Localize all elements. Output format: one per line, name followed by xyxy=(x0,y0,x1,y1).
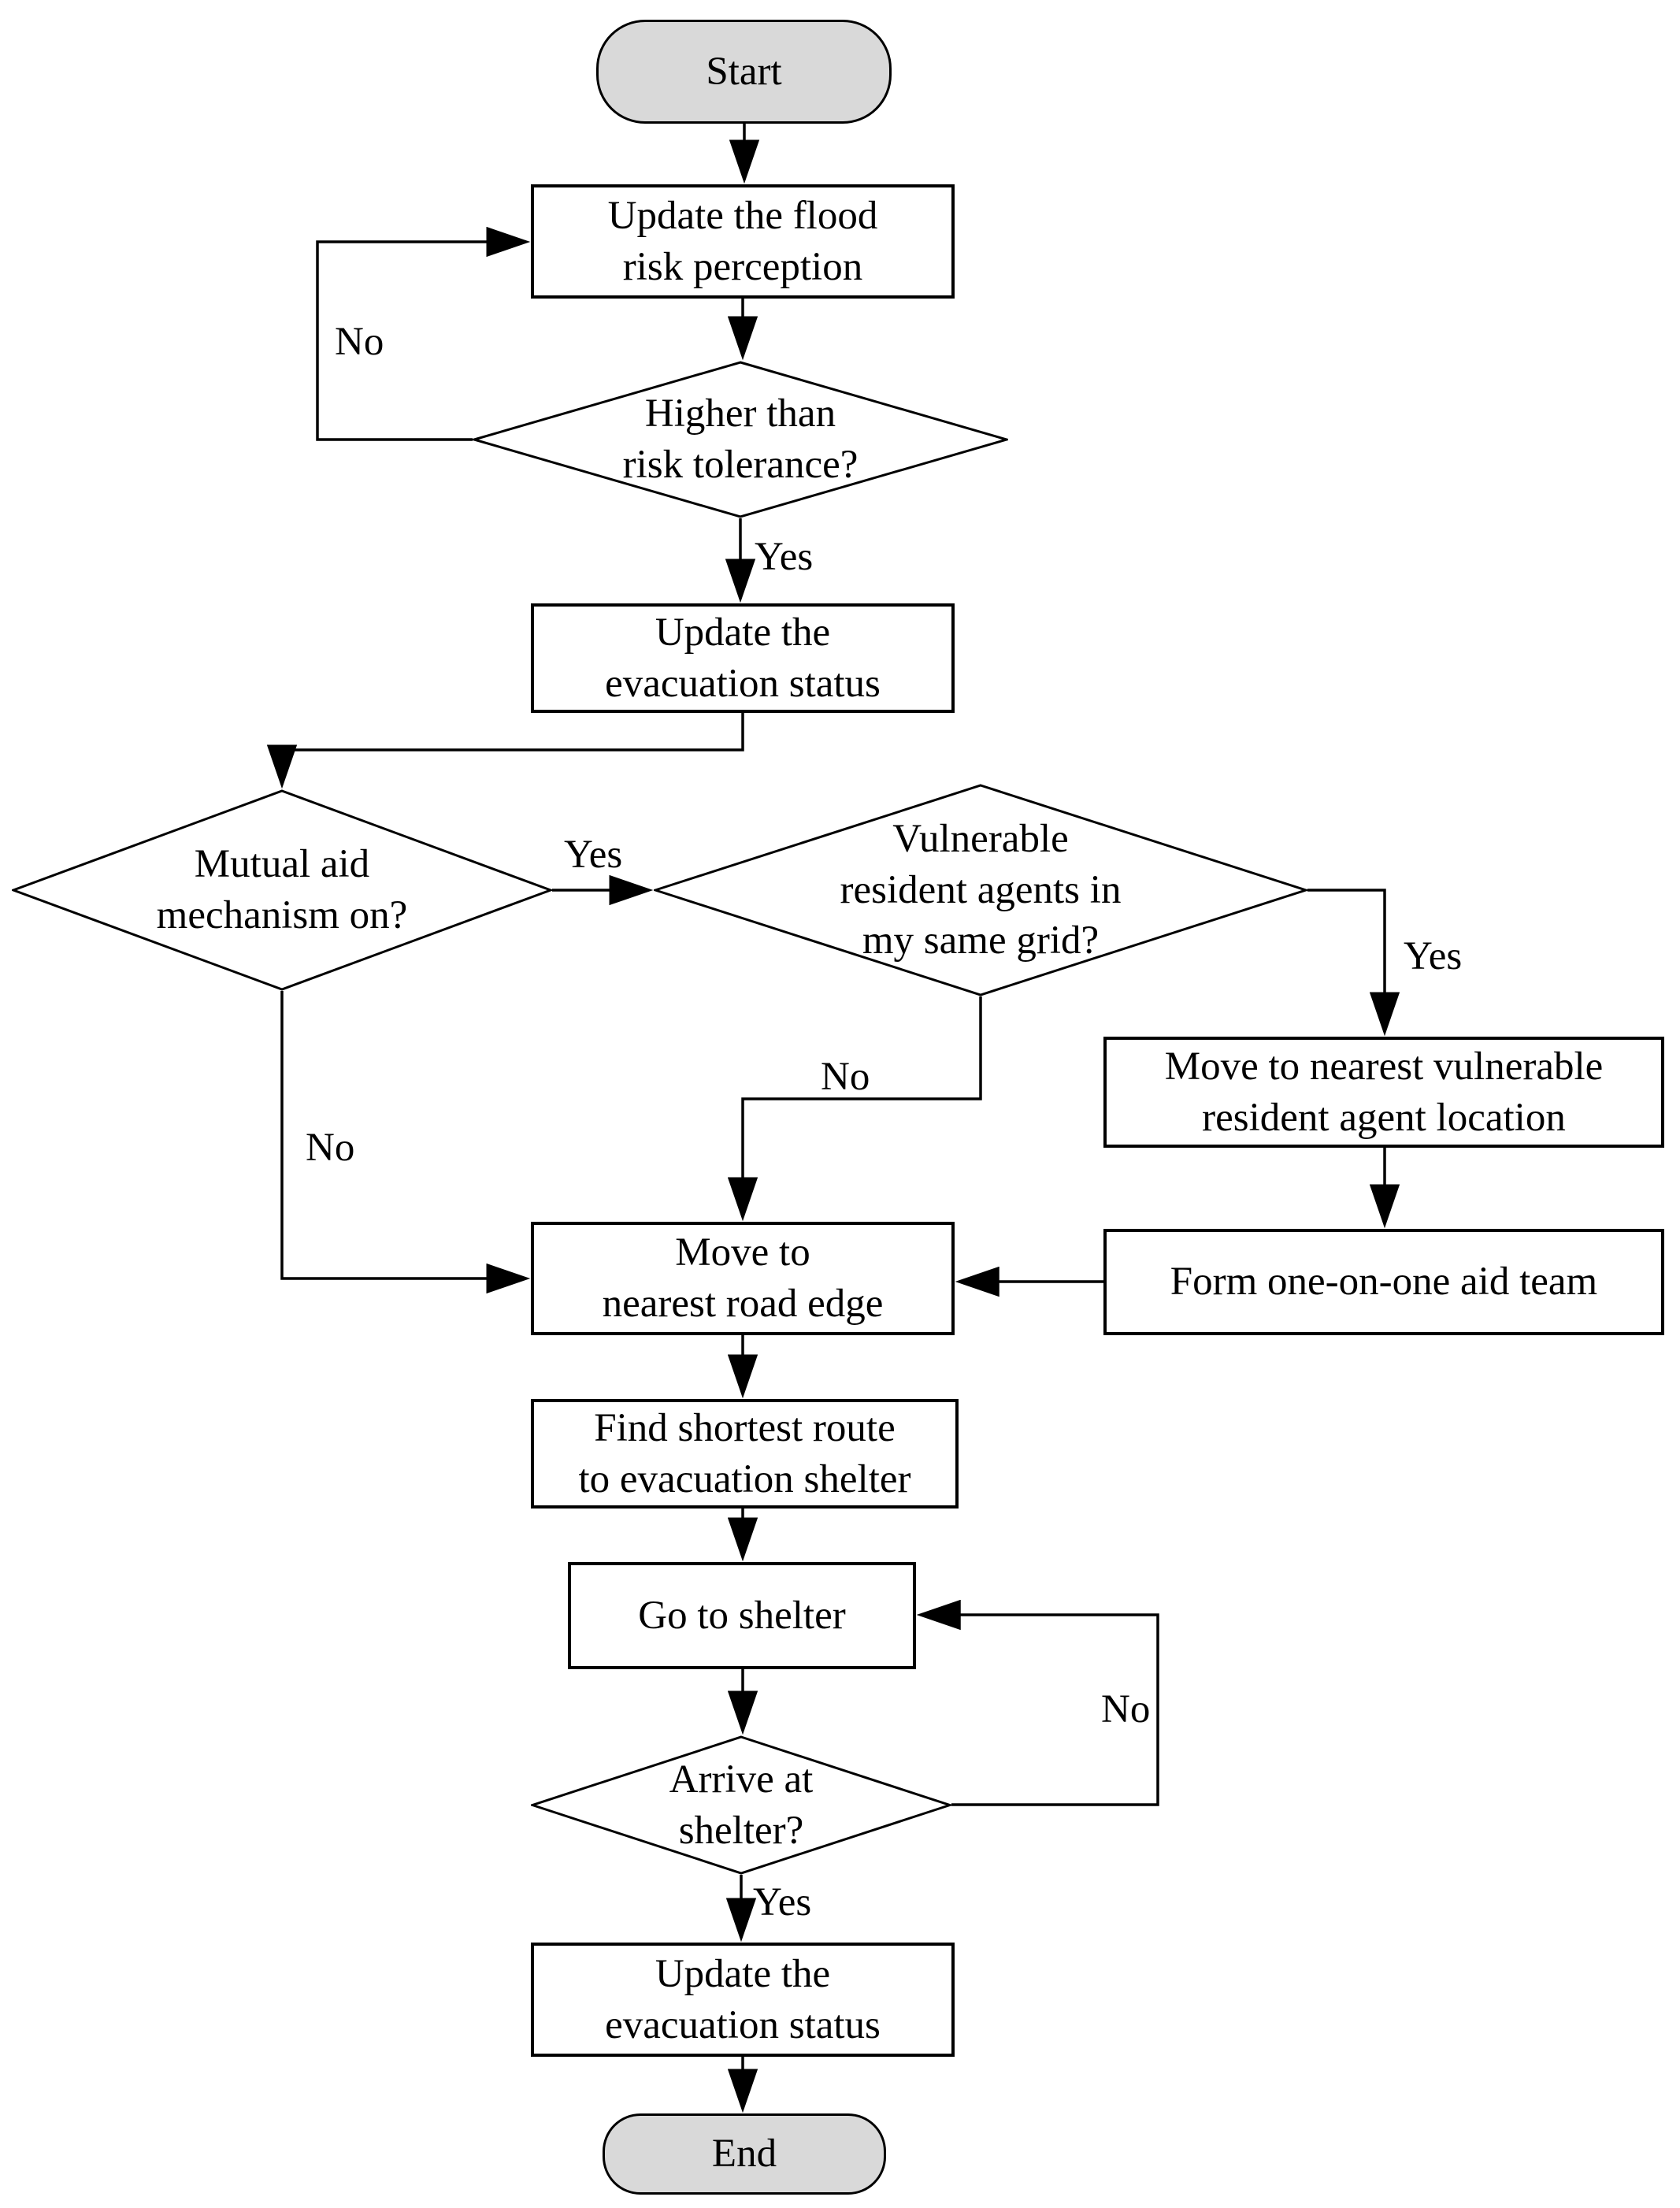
node-label-mutual-aid-mechanism-on: Mutual aid mechanism on? xyxy=(157,839,408,941)
node-label-line: evacuation status xyxy=(605,661,881,706)
node-label-arrive-at-shelter: Arrive at shelter? xyxy=(669,1754,814,1857)
edge-label-tolerance-yes-label: Yes xyxy=(755,535,814,579)
node-label-line: Move to nearest vulnerable xyxy=(1164,1044,1604,1089)
diamond-shape xyxy=(531,1735,951,1875)
node-label-line: Vulnerable xyxy=(892,816,1069,861)
node-label-line: my same grid? xyxy=(862,918,1100,963)
node-label-line: Update the xyxy=(655,1951,831,1996)
node-label-line: Start xyxy=(706,49,782,94)
node-label-line: mechanism on? xyxy=(156,893,408,937)
node-label-line: risk perception xyxy=(622,244,863,289)
node-arrive-at-shelter: Arrive at shelter? xyxy=(531,1735,951,1875)
edge-label-mutual-aid-no-label: No xyxy=(306,1126,355,1170)
node-label-go-to-shelter: Go to shelter xyxy=(638,1590,845,1642)
edge-label-vulnerable-no-label: No xyxy=(821,1055,870,1099)
node-label-move-to-vulnerable-agent: Move to nearest vulnerable resident agent… xyxy=(1165,1041,1604,1144)
node-label-line: risk tolerance? xyxy=(622,443,859,487)
node-label-line: shelter? xyxy=(678,1808,804,1853)
node-label-higher-than-risk-tolerance: Higher than risk tolerance? xyxy=(623,388,859,491)
node-label-vulnerable-agents-in-grid: Vulnerable resident agents in my same grid… xyxy=(840,814,1122,967)
node-form-aid-team: Form one-on-one aid team xyxy=(1103,1229,1664,1335)
node-update-evacuation-status-1: Update the evacuation status xyxy=(531,603,955,713)
node-label-form-aid-team: Form one-on-one aid team xyxy=(1170,1256,1597,1308)
edge-mutual-aid-no xyxy=(280,991,531,1294)
edge-evac-to-mutual-aid xyxy=(266,713,744,789)
edge-label-vulnerable-yes-label: Yes xyxy=(1404,934,1463,978)
diamond-shape xyxy=(473,361,1008,518)
node-label-end: End xyxy=(712,2128,777,2180)
edge-tolerance-no-loop xyxy=(316,226,531,441)
node-label-line: Go to shelter xyxy=(638,1593,846,1638)
edge-vulnerable-yes xyxy=(1307,889,1400,1037)
node-update-evacuation-status-2: Update the evacuation status xyxy=(531,1943,955,2057)
node-label-find-shortest-route: Find shortest route to evacuation shelter xyxy=(579,1403,911,1505)
node-label-line: Mutual aid xyxy=(194,842,370,887)
node-label-line: resident agents in xyxy=(840,867,1122,912)
node-update-flood-risk-perception: Update the flood risk perception xyxy=(531,184,955,299)
node-find-shortest-route: Find shortest route to evacuation shelter xyxy=(531,1399,959,1508)
node-label-start: Start xyxy=(706,46,781,98)
node-label-line: Arrive at xyxy=(669,1757,814,1802)
diamond-shape xyxy=(12,789,552,991)
edge-vulnerable-no xyxy=(727,996,982,1222)
node-label-line: Move to xyxy=(675,1230,810,1275)
node-label-update-evacuation-status-2: Update the evacuation status xyxy=(605,1949,881,2051)
node-start: Start xyxy=(596,20,892,124)
node-higher-than-risk-tolerance: Higher than risk tolerance? xyxy=(473,361,1008,518)
node-label-line: Higher than xyxy=(644,392,836,436)
node-label-move-to-road-edge: Move to nearest road edge xyxy=(603,1227,884,1330)
edge-label-arrive-no-label: No xyxy=(1101,1687,1151,1731)
node-label-line: Form one-on-one aid team xyxy=(1170,1260,1598,1304)
node-label-line: Update the xyxy=(655,610,831,655)
node-label-line: Update the flood xyxy=(607,193,878,238)
node-label-line: End xyxy=(711,2132,777,2176)
diamond-shape xyxy=(654,784,1307,996)
node-mutual-aid-mechanism-on: Mutual aid mechanism on? xyxy=(12,789,552,991)
node-go-to-shelter: Go to shelter xyxy=(568,1562,916,1669)
node-vulnerable-agents-in-grid: Vulnerable resident agents in my same grid… xyxy=(654,784,1307,996)
node-label-update-evacuation-status-1: Update the evacuation status xyxy=(605,607,881,710)
node-label-line: evacuation status xyxy=(605,2002,881,2047)
node-move-to-road-edge: Move to nearest road edge xyxy=(531,1222,955,1335)
edge-label-tolerance-no-label: No xyxy=(335,320,384,364)
edge-label-arrive-yes-label: Yes xyxy=(753,1880,812,1924)
node-label-line: Find shortest route xyxy=(594,1405,896,1450)
edge-arrive-no-loop xyxy=(916,1599,1159,1806)
node-label-update-flood-risk-perception: Update the flood risk perception xyxy=(608,191,878,293)
node-move-to-vulnerable-agent: Move to nearest vulnerable resident agent… xyxy=(1103,1037,1664,1148)
edge-label-mutual-aid-yes-label: Yes xyxy=(564,833,623,877)
node-end: End xyxy=(603,2113,886,2195)
node-label-line: resident agent location xyxy=(1202,1095,1566,1140)
node-label-line: to evacuation shelter xyxy=(578,1457,911,1501)
node-label-line: nearest road edge xyxy=(602,1282,884,1326)
